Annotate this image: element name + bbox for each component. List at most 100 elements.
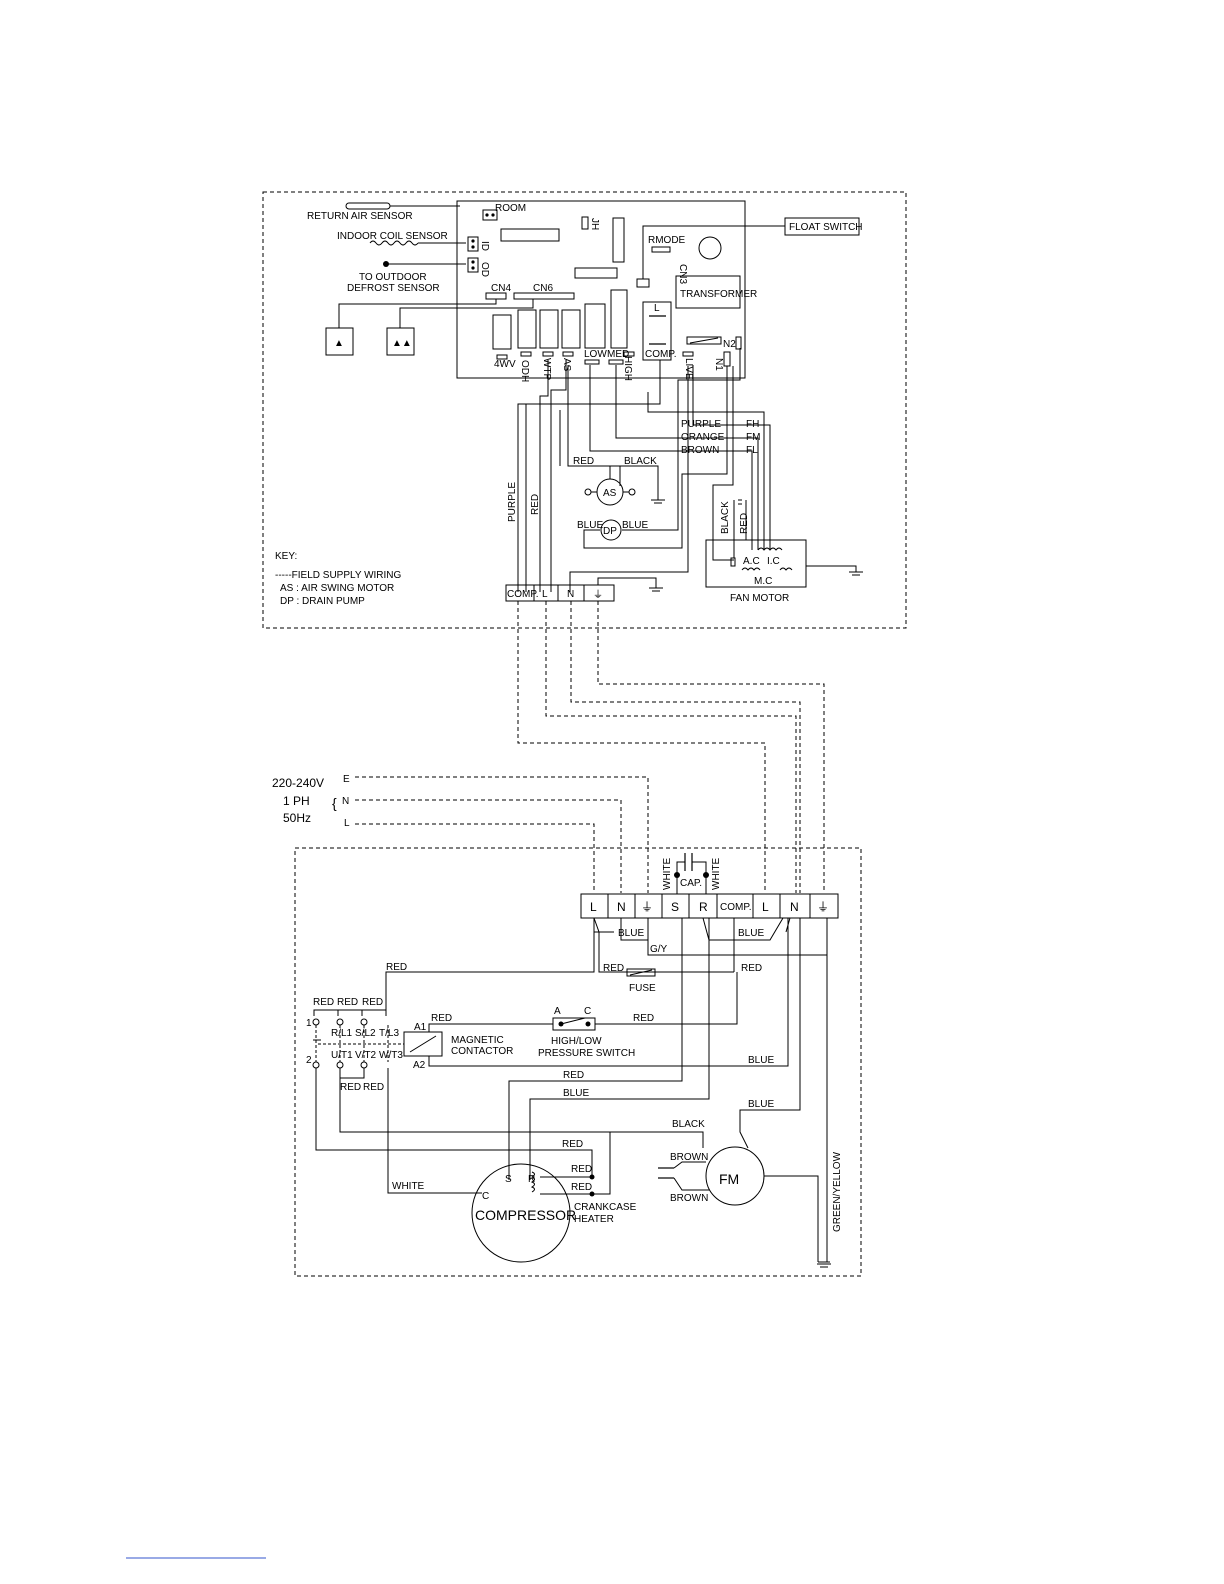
contactor-red-4: RED [340, 1082, 361, 1093]
relay-4wv [492, 314, 512, 350]
contactor-label-2: CONTACTOR [451, 1046, 513, 1057]
fan-motor-box [705, 539, 807, 588]
ic-chip-1 [500, 228, 560, 242]
wire-red-vertical-label: RED [530, 494, 541, 515]
n2-label: N2 [723, 339, 736, 350]
return-air-sensor-label: RETURN AIR SENSOR [307, 211, 413, 222]
wire-white-compressor: WHITE [392, 1181, 425, 1192]
indoor-terminal-block: COMP. L N ⏚ [505, 584, 615, 602]
contactor-tl3: T/L3 [379, 1028, 399, 1039]
wire-gy: G/Y [650, 944, 668, 955]
fan-black-label: BLACK [720, 501, 731, 534]
compressor-c: C [482, 1191, 489, 1202]
indoor-terminal-comp: COMP. [507, 589, 539, 600]
contactor-red-3: RED [362, 997, 383, 1008]
wire-fm-label: FM [746, 432, 760, 443]
control-board [456, 200, 746, 379]
terminal-n1: N1 [713, 358, 724, 371]
key-line-2: AS : AIR SWING MOTOR [280, 583, 394, 594]
wire-fh-label: FH [746, 419, 759, 430]
ic-chip-3 [612, 217, 625, 263]
relay-odh [517, 309, 537, 349]
wire-red-heater-1: RED [562, 1139, 583, 1150]
wire-red-fuse-right: RED [741, 963, 762, 974]
cn6-label: CN6 [533, 283, 553, 294]
indoor-terminal-n: N [567, 589, 574, 600]
pressure-label-2: PRESSURE SWITCH [538, 1048, 635, 1059]
valve-symbol-2-glyph: ▲▲ [392, 338, 412, 349]
comp-relay-l-label: L [654, 303, 660, 314]
supply-voltage: 220-240V [272, 776, 324, 790]
jh-jumper [581, 216, 589, 230]
fuse [626, 968, 656, 977]
wire-blue-r: BLUE [563, 1088, 589, 1099]
outdoor-terminal-6: COMP. [720, 902, 752, 913]
wire-orange-label: ORANGE [681, 432, 725, 443]
outdoor-terminal-5: R [699, 900, 708, 914]
terminal-wtp: WTP [541, 358, 552, 381]
fan-motor-mc-label: M.C [754, 576, 772, 587]
cap-white-left: WHITE [662, 857, 673, 890]
wire-red-label: RED [573, 456, 594, 467]
contactor-n1: 1 [306, 1018, 312, 1029]
wire-blue-1: BLUE [618, 928, 644, 939]
outdoor-terminal-7: L [762, 900, 769, 914]
contactor-red-2: RED [337, 997, 358, 1008]
cn3-connector [636, 278, 650, 288]
fan-motor-coil-ac [741, 567, 761, 571]
indoor-coil-sensor-label: INDOOR COIL SENSOR [337, 231, 448, 242]
outdoor-terminal-9: ⏚ [817, 900, 829, 914]
fan-motor-coil-ic [757, 547, 783, 551]
fuse-label: FUSE [629, 983, 656, 994]
wire-red-pressure: RED [633, 1013, 654, 1024]
compressor-r: R [528, 1174, 535, 1185]
contactor-wt3: W/T3 [379, 1050, 403, 1061]
pressure-a: A [554, 1006, 561, 1017]
wire-blue-a2: BLUE [748, 1055, 774, 1066]
outdoor-unit-border [294, 847, 862, 1277]
wire-red-heater-2: RED [571, 1164, 592, 1175]
valve-symbol-1-glyph: ▲ [334, 338, 344, 349]
outdoor-terminal-block: L N ⏚ S R COMP. L N ⏚ [580, 893, 839, 919]
supply-line-e: E [343, 774, 350, 785]
drain-pump-label: DP [603, 526, 617, 537]
contactor-vt2: V/T2 [355, 1050, 377, 1061]
wire-black-label: BLACK [624, 456, 657, 467]
crankcase-heater-coil [530, 1171, 535, 1193]
fan-motor-title: FAN MOTOR [730, 593, 789, 604]
crankcase-label-1: CRANKCASE [574, 1202, 637, 1213]
relay-wtp [539, 309, 559, 349]
outdoor-terminal-3: ⏚ [641, 900, 653, 914]
terminal-low: LOW [584, 349, 607, 360]
indoor-terminal-l: L [542, 589, 548, 600]
relay-low [584, 303, 606, 349]
wire-red-fuse-left: RED [603, 963, 624, 974]
wire-black-fm: BLACK [672, 1119, 705, 1130]
wire-purple-label: PURPLE [681, 419, 721, 430]
wire-blue-2: BLUE [738, 928, 764, 939]
wire-fl-label: FL [746, 445, 758, 456]
board-fuse [686, 336, 722, 345]
transformer-box [675, 275, 741, 309]
compressor-label: COMPRESSOR [475, 1207, 576, 1223]
jh-label: JH [589, 218, 600, 230]
room-connector [482, 209, 498, 221]
ic-chip-2 [574, 267, 618, 279]
terminal-odh: ODH [519, 360, 530, 382]
wire-red-a1: RED [431, 1013, 452, 1024]
green-yellow-label: GREEN/YELLOW [832, 1151, 843, 1232]
key-line-3: DP : DRAIN PUMP [280, 596, 365, 607]
board-terminals: 4WV ODH WTP AS LOW MED HIGH LIVE N1 [494, 349, 731, 382]
od-label: OD [479, 262, 490, 277]
terminal-med: MED [607, 349, 629, 360]
outdoor-terminal-8: N [790, 900, 799, 914]
room-label: ROOM [495, 203, 526, 214]
key-title: KEY: [275, 551, 297, 562]
transformer-label: TRANSFORMER [680, 289, 757, 300]
contactor-a1: A1 [414, 1022, 427, 1033]
od-connector [467, 257, 479, 273]
comp-relay [642, 301, 672, 361]
outdoor-terminal-4: S [671, 900, 679, 914]
id-label: ID [479, 241, 490, 251]
